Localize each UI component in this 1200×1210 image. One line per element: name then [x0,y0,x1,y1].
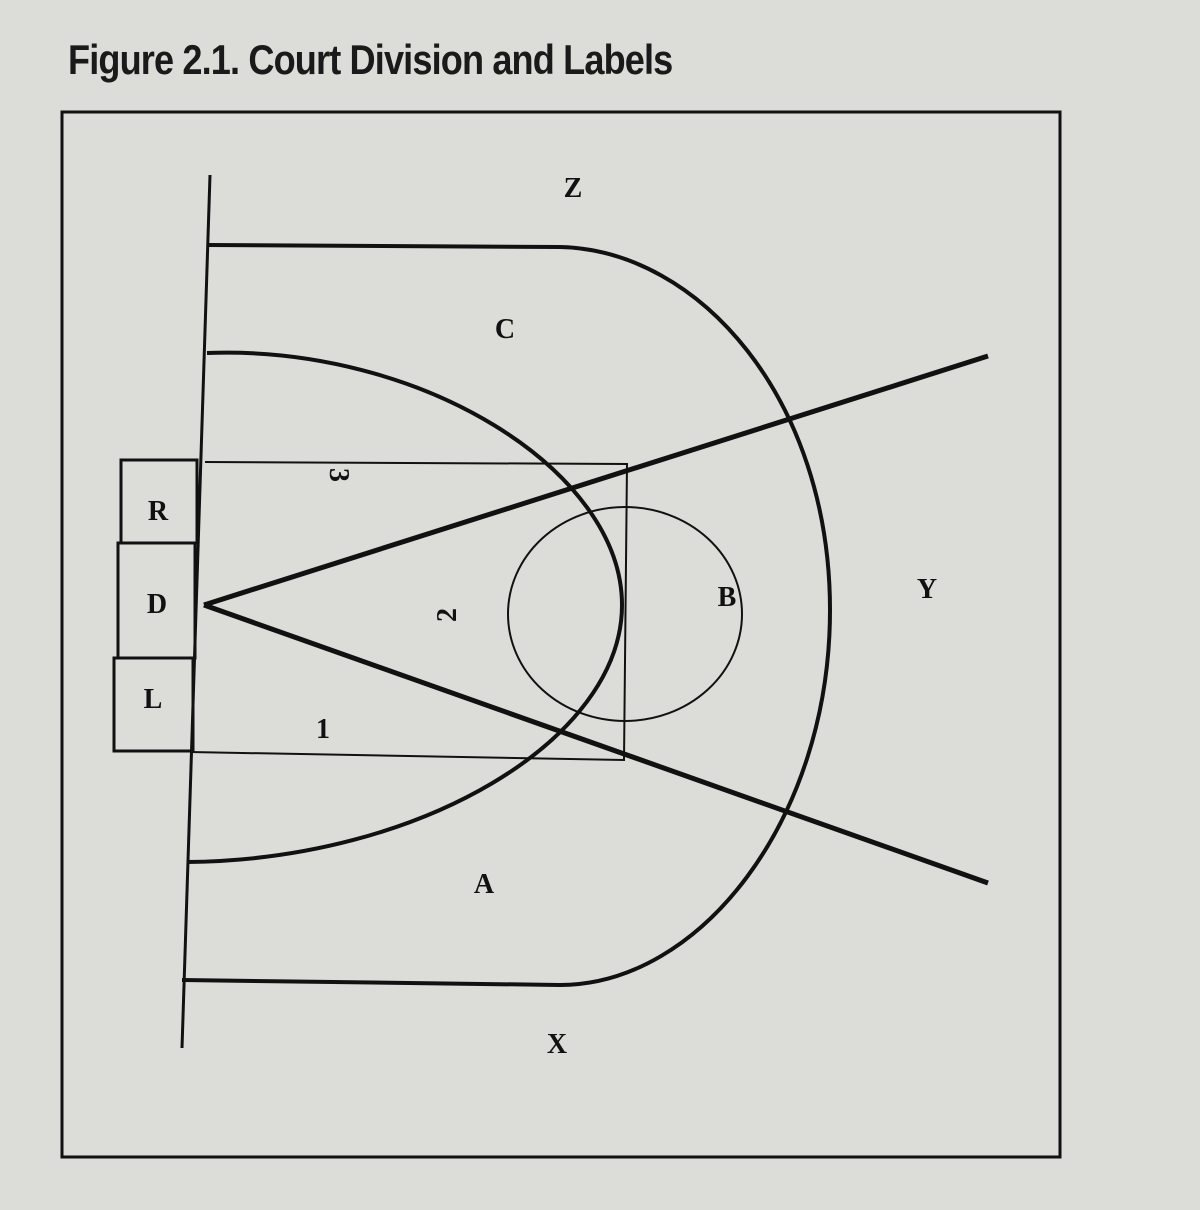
figure-title: Figure 2.1. Court Division and Labels [68,36,673,83]
label-c: C [495,314,515,345]
lane-rectangle [189,461,629,762]
box-l [112,656,195,753]
label-2: 2 [432,608,463,622]
label-3: 3 [323,468,354,482]
inner-arc [186,350,625,864]
label-a: A [474,869,495,900]
upper-angle-line [203,353,989,608]
figure-frame [60,110,1062,1159]
free-throw-circle [507,506,743,722]
label-z: Z [564,173,583,204]
label-b: B [718,582,737,613]
label-1: 1 [316,714,330,745]
label-y: Y [917,574,937,605]
label-x: X [547,1029,567,1060]
lower-angle-line [203,602,989,886]
label-l: L [144,684,163,715]
label-r: R [148,496,169,527]
label-d: D [147,589,167,620]
outer-arc [181,243,833,988]
